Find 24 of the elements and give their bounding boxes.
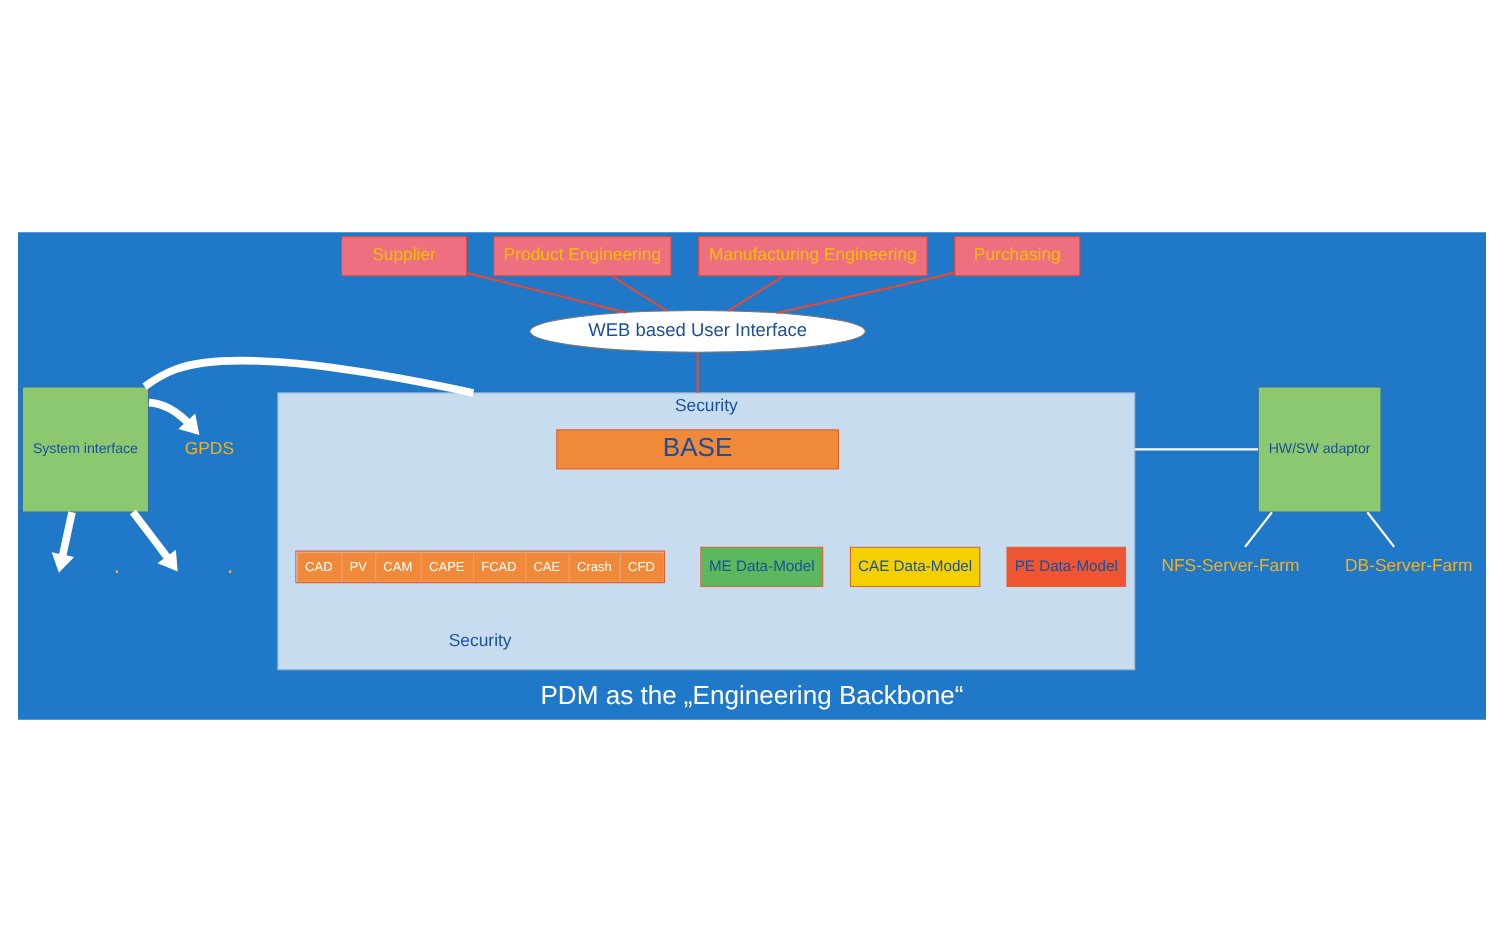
- connector: [775, 271, 954, 315]
- connector: [141, 357, 474, 397]
- connector: [1133, 448, 1258, 451]
- label: .: [112, 550, 120, 579]
- connector: [610, 275, 667, 312]
- node-text: NFS-Server-Farm: [1160, 555, 1299, 576]
- node-text: DB-Server-Farm: [1344, 555, 1472, 576]
- arrow: [128, 509, 177, 572]
- connector: [1365, 511, 1395, 548]
- connector: [1243, 511, 1272, 548]
- node-box: Purchasing: [953, 236, 1080, 277]
- node-box: Supplier: [339, 236, 467, 277]
- diagram-title: PDM as the „Engineering Backbone“: [539, 679, 963, 710]
- arrow: [50, 511, 75, 573]
- node-text: GPDS: [183, 437, 234, 458]
- connector: [695, 352, 698, 393]
- connector: [726, 275, 784, 312]
- node-box: Product Engineering: [492, 236, 671, 277]
- label: .: [225, 550, 233, 579]
- node-box: BASE: [555, 429, 838, 470]
- node-ellipse: WEB based User Interface: [528, 309, 865, 353]
- connector: [465, 271, 626, 314]
- node-box: Manufacturing Engineering: [697, 236, 927, 277]
- arrow: [147, 398, 199, 435]
